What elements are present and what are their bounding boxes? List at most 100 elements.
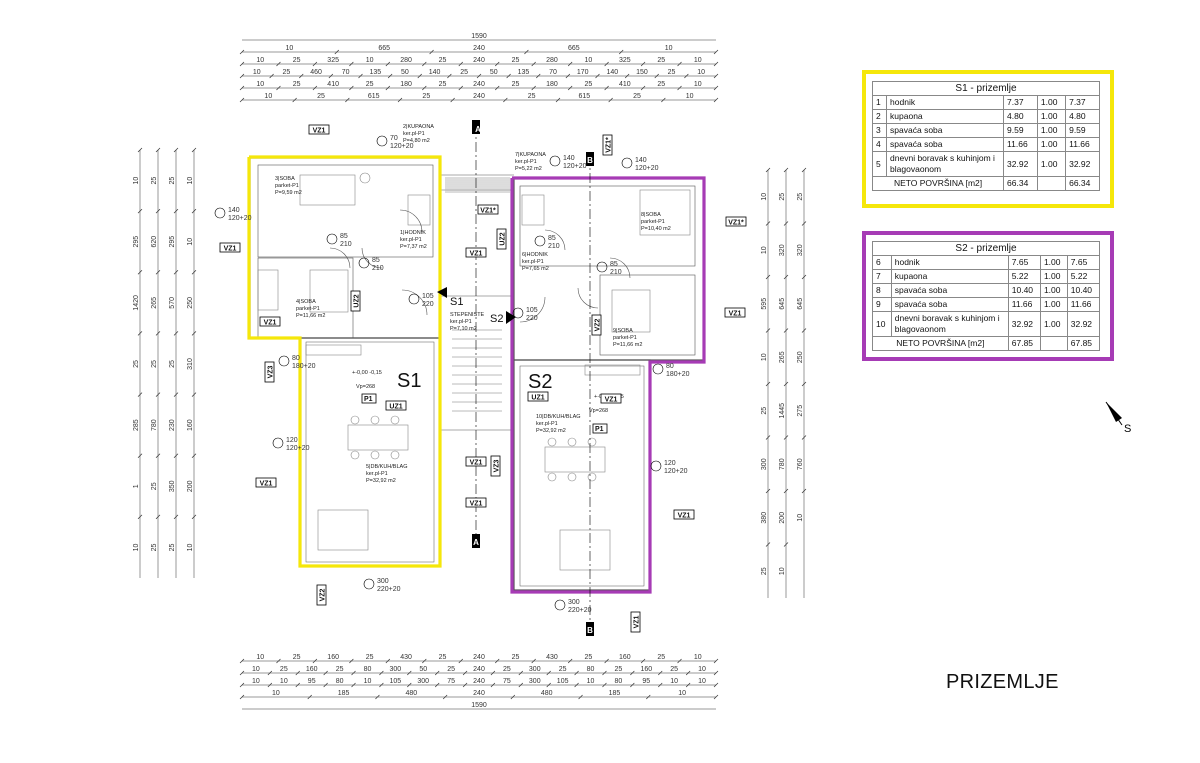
- section-a-bottom: A: [473, 538, 479, 547]
- opening-dim-label: 220+20: [568, 607, 592, 614]
- dim-label: 105: [557, 678, 569, 685]
- dim-label: 10: [280, 678, 288, 685]
- dim-label: 25: [151, 360, 158, 368]
- opening-dim-label: 300: [568, 599, 580, 606]
- dim-label: 10: [133, 177, 140, 185]
- dim-label: 140: [429, 69, 441, 76]
- dim-label: 170: [577, 69, 589, 76]
- opening-tag-label: UZ2: [354, 294, 361, 307]
- s1-table-title: S1 - prizemlje: [872, 81, 1100, 96]
- dim-label: 75: [503, 678, 511, 685]
- section-markers: A A B B: [472, 120, 594, 636]
- dim-label: 10: [686, 93, 694, 100]
- dim-label: 280: [546, 57, 558, 64]
- s2-total-label: NETO POVRŠINA [m2]: [872, 336, 1009, 351]
- s1-level: +-0,00 -0,15: [352, 370, 382, 376]
- dim-label: 760: [797, 458, 804, 470]
- dim-label: 320: [797, 244, 804, 256]
- dim-label: 615: [368, 93, 380, 100]
- dim-label: 160: [306, 666, 318, 673]
- entry-s2-arrow: [506, 311, 516, 324]
- room-name: hodnik: [886, 95, 1005, 110]
- room-label-line: 9|SOBA: [613, 328, 633, 334]
- unit-s1-label: S1: [397, 370, 421, 392]
- room-area: 4.80: [1003, 109, 1038, 124]
- opening-tag-label: VZ1: [634, 615, 641, 628]
- dim-label: 10: [252, 666, 260, 673]
- opening-dim-label: 140: [563, 155, 575, 162]
- room-name: kupaona: [886, 109, 1005, 124]
- opening-tag: UZ2: [350, 290, 361, 312]
- room-label-line: STEPENISTE: [450, 312, 485, 318]
- dim-label: 10: [253, 69, 261, 76]
- room-net-area: 9.59: [1065, 123, 1100, 138]
- dim-label: 25: [366, 81, 374, 88]
- dim-label: 25: [668, 69, 676, 76]
- section-lines: [475, 124, 591, 630]
- room-factor: 1.00: [1036, 151, 1067, 177]
- opening-tag-label: UZ2: [500, 232, 507, 245]
- room-label-line: ker.pl-P1: [522, 259, 544, 265]
- dim-label: 25: [779, 193, 786, 201]
- dim-label: 180: [400, 81, 412, 88]
- entry-s2-label: S2: [490, 313, 503, 325]
- dim-label: 25: [503, 666, 511, 673]
- room-area: 10.40: [1007, 283, 1041, 298]
- dim-label: 10: [697, 69, 705, 76]
- dim-label: 25: [797, 193, 804, 201]
- unit-s2-outline: [510, 176, 706, 594]
- dim-label: 25: [761, 407, 768, 415]
- opening-tag-label: VZ1: [224, 246, 237, 253]
- window-door-tags: VZ1VZ1VZ1UZ1VZ1VZ1VZ1VZ2VZ1VZ1*VZ1*VZ1*V…: [219, 124, 747, 633]
- dim-label: 280: [400, 57, 412, 64]
- room-name: dnevni boravak s kuhinjom i blagovaonom: [886, 151, 1005, 177]
- s2-total-a: 67.85: [1007, 336, 1041, 351]
- opening-dim-label: 120+20: [563, 163, 587, 170]
- dim-label: 665: [378, 45, 390, 52]
- opening-dim-label: 210: [340, 241, 352, 248]
- dim-label: 200: [187, 480, 194, 492]
- room-net-area: 10.40: [1066, 283, 1101, 298]
- room-label-line: 5|DB/KUH/BLAG: [366, 464, 407, 470]
- dim-label: 150: [636, 69, 648, 76]
- room-factor: 1.00: [1036, 109, 1067, 124]
- dim-label: 10: [187, 177, 194, 185]
- dim-label: 70: [549, 69, 557, 76]
- room-label-line: ker.pl-P1: [400, 237, 422, 243]
- dim-label: 285: [133, 419, 140, 431]
- s2-p1: P1: [595, 426, 604, 433]
- dim-label: 10: [698, 678, 706, 685]
- dim-label: 25: [439, 81, 447, 88]
- dim-label: 645: [797, 298, 804, 310]
- opening-tag: VZ1: [308, 124, 330, 135]
- dim-label: 295: [133, 236, 140, 248]
- room-label-line: P=4,80 m2: [403, 138, 430, 144]
- room-net-area: 32.92: [1066, 311, 1101, 337]
- dim-label: 240: [473, 93, 485, 100]
- dim-label: 25: [366, 654, 374, 661]
- opening-tag-label: VZ2: [595, 318, 602, 331]
- entry-s1-label: S1: [450, 296, 463, 308]
- dim-label: 300: [390, 666, 402, 673]
- opening-tag-label: VZ1: [264, 320, 277, 327]
- dim-label: 25: [280, 666, 288, 673]
- room-number: 2: [871, 109, 888, 124]
- opening-tag: UZ1: [385, 400, 407, 411]
- dim-label: 25: [447, 666, 455, 673]
- dim-label: 50: [419, 666, 427, 673]
- dim-label: 25: [317, 93, 325, 100]
- opening-dim-label: 120+20: [390, 143, 414, 150]
- s1-vp: Vp=268: [356, 384, 375, 390]
- dim-label: 25: [584, 654, 592, 661]
- room-label-line: P=7,10 m2: [450, 326, 477, 332]
- dim-label: 160: [327, 654, 339, 661]
- room-name: hodnik: [890, 255, 1009, 270]
- opening-tag: VZ1*: [602, 134, 613, 156]
- dim-label: 160: [619, 654, 631, 661]
- room-label-line: 4|SOBA: [296, 299, 316, 305]
- opening-tag-label: VZ1: [605, 397, 618, 404]
- dim-label: 250: [187, 297, 194, 309]
